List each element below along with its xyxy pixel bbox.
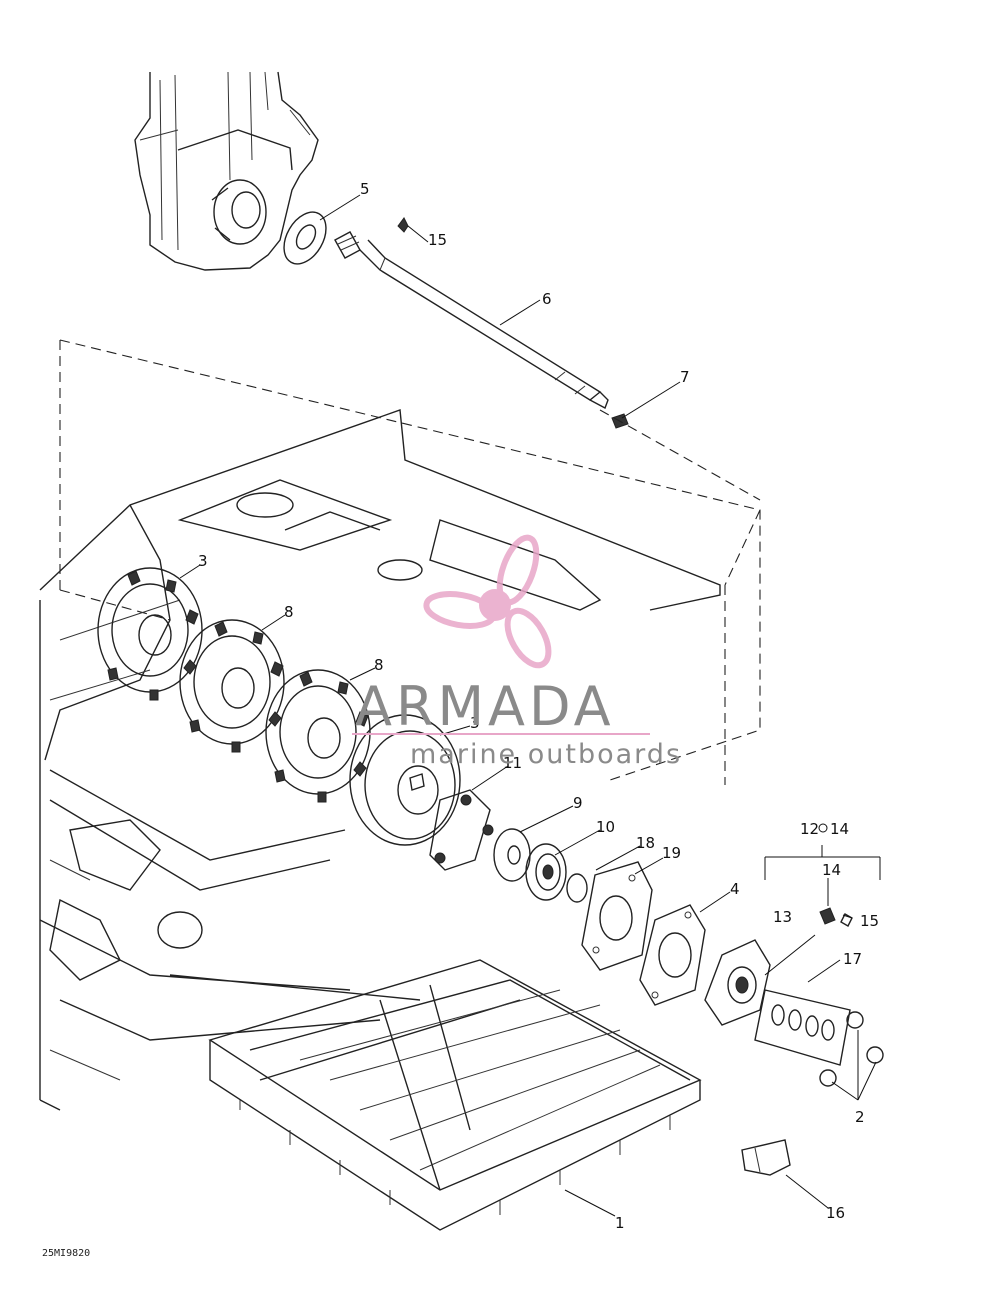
bearing-9 — [493, 828, 531, 882]
leader-lines — [179, 194, 881, 1217]
track-1 — [208, 959, 702, 1231]
callout-12: 12 — [800, 820, 819, 838]
armada-watermark: ARMADA marine outboards — [352, 534, 682, 770]
callout-10: 10 — [596, 818, 615, 836]
callout-15: 15 — [428, 231, 447, 249]
bearing-10 — [525, 843, 567, 901]
callout-2: 2 — [855, 1108, 865, 1126]
callout-15: 15 — [860, 912, 879, 930]
exploded-view-boundary — [59, 339, 761, 785]
plate-4 — [639, 904, 706, 1006]
callout-3: 3 — [470, 714, 480, 732]
slider-block-16 — [741, 1139, 791, 1176]
callout-16: 16 — [826, 1204, 845, 1222]
callout-18: 18 — [636, 834, 655, 852]
sprocket-8-first — [179, 619, 285, 753]
callout-8: 8 — [374, 656, 384, 674]
propeller-logo-icon — [423, 534, 552, 669]
callout-1: 1 — [615, 1214, 625, 1232]
callout-14: 14 — [822, 861, 841, 879]
drive-shaft-6 — [334, 231, 609, 409]
callout-19: 19 — [662, 844, 681, 862]
shaft-axis-line — [599, 409, 761, 501]
callout-3: 3 — [198, 552, 208, 570]
callout-8: 8 — [284, 603, 294, 621]
watermark-tagline: marine outboards — [410, 739, 682, 770]
sprocket-3-second — [349, 714, 461, 846]
callout-7: 7 — [680, 368, 690, 386]
callout-4: 4 — [730, 880, 740, 898]
fitting-14 — [819, 907, 853, 927]
callout-14: 14 — [830, 820, 849, 838]
grease-symbol — [818, 823, 828, 833]
callout-5: 5 — [360, 180, 370, 198]
part-code: 25MI9820 — [42, 1248, 90, 1259]
sprocket-8-second — [265, 669, 371, 803]
washer-5 — [283, 211, 327, 265]
callout-labels: 5 15 6 7 3 8 8 3 11 9 10 18 19 12 14 14 … — [198, 180, 879, 1232]
callout-6: 6 — [542, 290, 552, 308]
callout-17: 17 — [843, 950, 862, 968]
seal-11 — [429, 789, 494, 871]
callout-13: 13 — [773, 908, 792, 926]
callout-11: 11 — [503, 754, 522, 772]
sprocket-3-first — [97, 567, 203, 701]
gasket-19 — [581, 861, 653, 971]
gearbox-housing — [134, 71, 319, 271]
grease-fitting-15 — [397, 217, 409, 233]
bearing-cover-13 — [704, 934, 816, 1026]
bracket-17 — [754, 989, 851, 1066]
callout-9: 9 — [573, 794, 583, 812]
nuts-2 — [819, 1011, 884, 1087]
circlip-18 — [566, 873, 588, 903]
watermark-brand: ARMADA — [355, 675, 615, 738]
